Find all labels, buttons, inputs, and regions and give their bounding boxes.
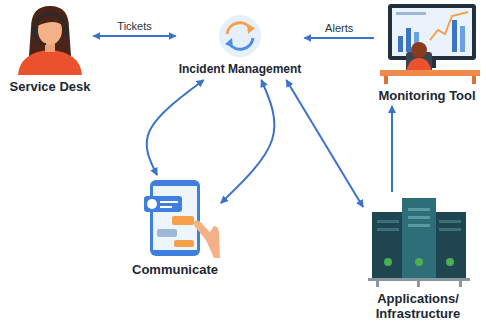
connector-arrow xyxy=(391,106,393,192)
icon-node: Incident Management xyxy=(179,14,302,77)
connector-arrow xyxy=(221,80,274,203)
icon-space xyxy=(218,14,262,58)
edge-label: Alerts xyxy=(322,22,356,35)
edge-label: Tickets xyxy=(114,20,154,33)
connector-arrow xyxy=(304,37,374,39)
cycle-icon xyxy=(219,15,261,57)
icon-node: Communicate xyxy=(132,178,218,277)
icon-space xyxy=(366,195,470,287)
node-caption: Incident Management xyxy=(179,62,302,77)
node-caption: Applications/ Infrastructure xyxy=(366,291,470,321)
node-caption: Monitoring Tool xyxy=(378,88,475,103)
node-caption: Communicate xyxy=(132,262,218,277)
connector-arrow xyxy=(93,35,175,37)
monitor-icon xyxy=(380,4,480,84)
agent-icon xyxy=(18,6,82,75)
icon-node: Service Desk xyxy=(10,3,91,94)
icon-node: Monitoring Tool xyxy=(377,4,477,103)
phone-icon xyxy=(144,180,220,258)
node-caption: Service Desk xyxy=(10,79,91,94)
icon-space xyxy=(15,3,85,75)
icon-node: Applications/ Infrastructure xyxy=(366,195,470,321)
icon-space xyxy=(133,178,217,258)
icon-space xyxy=(377,4,477,84)
connector-arrow xyxy=(286,80,363,207)
server-icon xyxy=(368,198,470,287)
connector-arrow xyxy=(147,80,204,175)
